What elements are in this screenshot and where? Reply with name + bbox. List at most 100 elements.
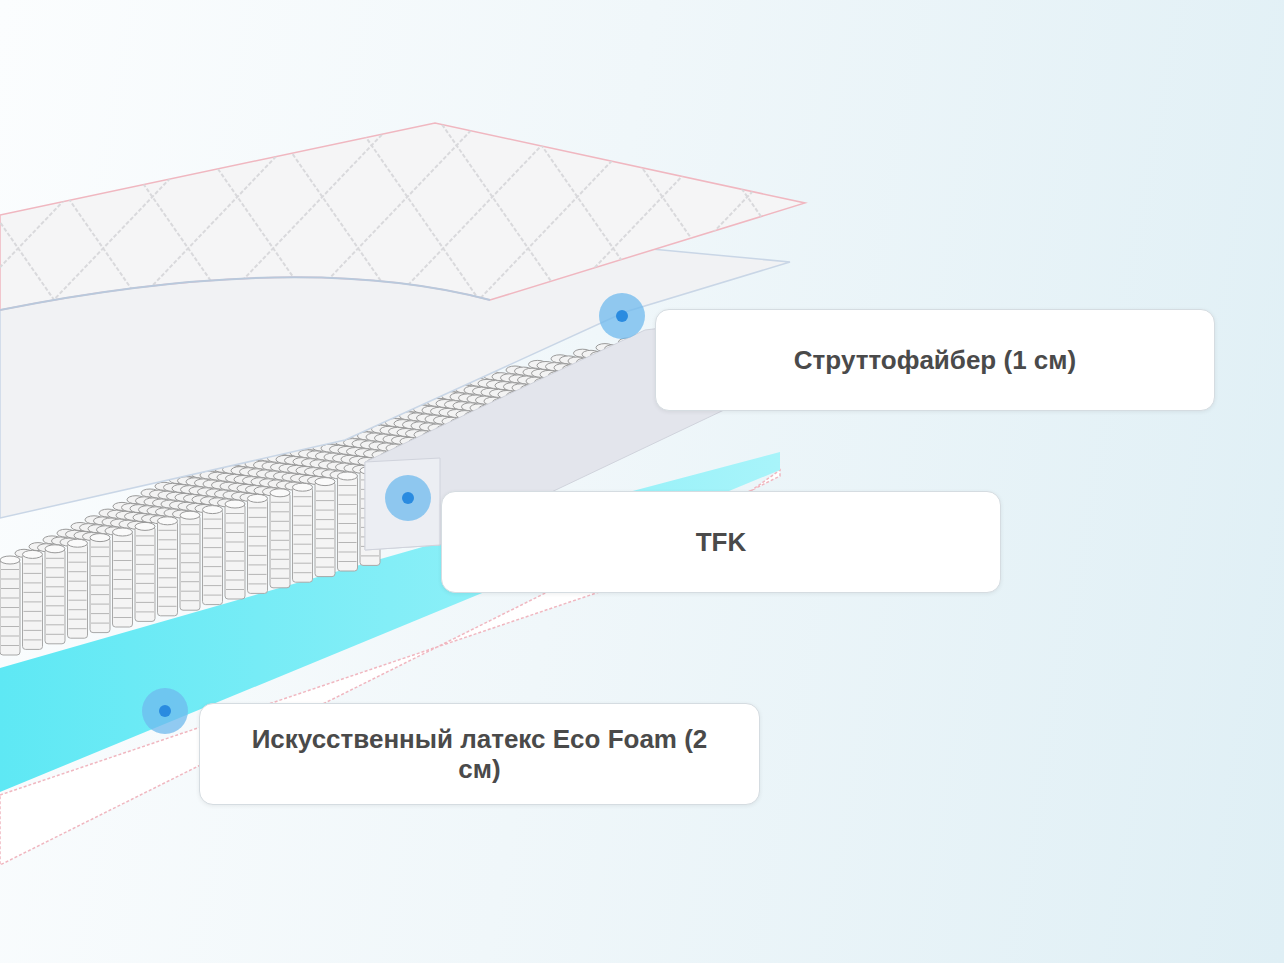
spring-coil [1, 607, 19, 608]
side-block-face [365, 458, 440, 550]
spring-coil [91, 623, 109, 624]
spring-coil [46, 586, 64, 587]
spring-coil [159, 539, 177, 540]
spring-coil [249, 526, 267, 527]
spring-coil [249, 545, 267, 546]
spring-top [270, 489, 290, 497]
spring-body [180, 515, 200, 610]
spring-coil [294, 553, 312, 554]
spring [90, 534, 110, 633]
spring-coil [1, 579, 19, 580]
spring-coil [91, 566, 109, 567]
spring [338, 472, 358, 571]
spring-body [158, 521, 178, 616]
spring-coil [249, 536, 267, 537]
spring-coil [91, 613, 109, 614]
spring [315, 478, 335, 577]
quilt-line [0, 100, 75, 330]
spring-coil [69, 552, 87, 553]
callout-dot-core [616, 310, 628, 322]
spring-top [293, 483, 313, 491]
spring-coil [316, 500, 334, 501]
spring-coil [249, 574, 267, 575]
spring-coil [361, 555, 379, 556]
spring-body [45, 549, 65, 644]
spring-coil [271, 559, 289, 560]
spring-coil [24, 601, 42, 602]
spring-coil [339, 523, 357, 524]
spring-coil [181, 524, 199, 525]
spring-coil [46, 615, 64, 616]
spring-coil [271, 568, 289, 569]
quilt-line [765, 100, 925, 330]
spring-coil [136, 545, 154, 546]
spring-coil [181, 562, 199, 563]
spring-coil [181, 591, 199, 592]
spring-coil [46, 634, 64, 635]
spring-coil [339, 495, 357, 496]
spring-coil [249, 555, 267, 556]
quilt-line [850, 100, 1010, 330]
spring-body [0, 560, 20, 655]
spring-top [45, 545, 65, 553]
spring-top [225, 500, 245, 508]
spring-coil [46, 558, 64, 559]
spring-coil [159, 596, 177, 597]
spring-coil [159, 530, 177, 531]
spring [135, 522, 155, 621]
spring-top [248, 494, 268, 502]
quilt-line [875, 100, 1095, 330]
spring [158, 517, 178, 616]
spring-coil [114, 579, 132, 580]
spring-coil [316, 557, 334, 558]
spring [68, 539, 88, 638]
spring-coil [226, 589, 244, 590]
spring-coil [46, 577, 64, 578]
spring-coil [114, 617, 132, 618]
spring-coil [114, 598, 132, 599]
spring-coil [24, 563, 42, 564]
callout-box: Искусственный латекс Eco Foam (2 см) [199, 703, 760, 805]
spring-coil [91, 594, 109, 595]
quilt-line [535, 100, 755, 330]
spring-coil [181, 600, 199, 601]
spring [45, 545, 65, 644]
spring-body [135, 526, 155, 621]
quilt-line [450, 100, 670, 330]
spring [113, 528, 133, 627]
cover-edge [0, 277, 490, 310]
spring-coil [316, 538, 334, 539]
spring-body [248, 498, 268, 593]
spring-coil [136, 535, 154, 536]
spring-coil [226, 551, 244, 552]
spring-top [90, 534, 110, 542]
spring-top [23, 550, 43, 558]
spring-body [293, 487, 313, 582]
spring-coil [294, 563, 312, 564]
spring-coil [136, 564, 154, 565]
spring-coil [24, 620, 42, 621]
spring-coil [136, 592, 154, 593]
spring-coil [46, 605, 64, 606]
spring-coil [136, 573, 154, 574]
spring-coil [24, 582, 42, 583]
spring-coil [204, 576, 222, 577]
callout-dot-core [402, 492, 414, 504]
quilt-line [280, 100, 500, 330]
spring-coil [181, 543, 199, 544]
spring-coil [1, 588, 19, 589]
spring-coil [159, 577, 177, 578]
spring-coil [316, 548, 334, 549]
spring-coil [24, 630, 42, 631]
spring-coil [46, 567, 64, 568]
spring-coil [271, 578, 289, 579]
spring [203, 506, 223, 605]
spring-coil [226, 523, 244, 524]
spring-coil [69, 619, 87, 620]
spring-coil [69, 590, 87, 591]
spring-coil [136, 554, 154, 555]
spring-coil [181, 581, 199, 582]
spring-coil [339, 533, 357, 534]
